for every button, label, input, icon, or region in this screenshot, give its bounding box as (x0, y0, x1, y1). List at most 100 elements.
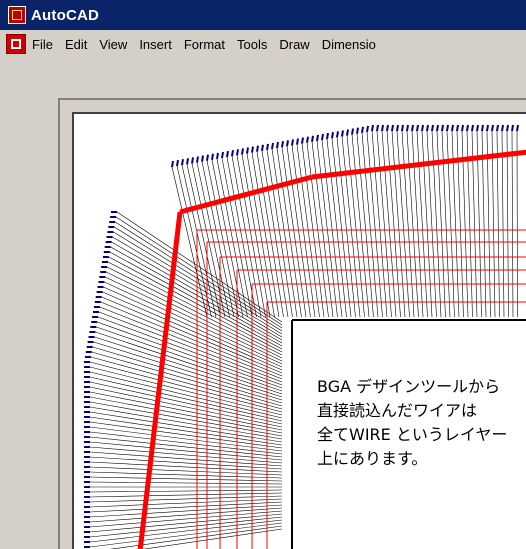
wire-pad (286, 140, 289, 147)
wire-pad (431, 124, 434, 132)
wire (266, 149, 293, 318)
menu-bar: File Edit View Insert Format Tools Draw … (0, 30, 526, 58)
wire-pad (261, 144, 264, 151)
wire (116, 211, 283, 323)
wire-pad (376, 124, 379, 132)
menu-edit[interactable]: Edit (64, 36, 88, 52)
wire-pad (291, 139, 294, 146)
wire (516, 130, 518, 318)
wire (89, 431, 283, 455)
wire (89, 411, 283, 443)
wire (276, 148, 302, 318)
wire-pad (421, 124, 424, 132)
wire (256, 151, 284, 318)
wire (89, 466, 283, 476)
wire (95, 331, 283, 395)
wire (89, 504, 283, 518)
wire-pad (246, 147, 249, 154)
wire (89, 441, 283, 461)
wire (113, 231, 283, 335)
wire (97, 321, 283, 389)
wire (89, 451, 283, 467)
wire (416, 130, 428, 318)
wire-pad (491, 124, 494, 132)
wire (89, 513, 283, 533)
wire-pad (516, 124, 519, 132)
wire (89, 371, 283, 419)
wire (96, 326, 283, 392)
wire (105, 276, 283, 362)
wire-pad (501, 124, 504, 132)
wire-pad (346, 129, 349, 136)
wire-pad (381, 124, 384, 132)
wire (466, 130, 473, 318)
menu-file[interactable]: File (32, 36, 53, 52)
autocad-document-icon[interactable] (6, 34, 26, 54)
wire (286, 146, 311, 318)
wire (89, 495, 283, 503)
wire-pad (256, 145, 259, 152)
wire-pad (436, 124, 439, 132)
wire (91, 351, 283, 407)
wire-pad (226, 150, 229, 158)
wire (89, 489, 283, 493)
wire (496, 130, 500, 318)
autocad-icon[interactable] (8, 6, 26, 24)
wire (361, 132, 379, 318)
wire (89, 501, 283, 513)
wire-pad (221, 151, 224, 159)
wire (486, 130, 491, 318)
drawing-canvas[interactable] (72, 112, 526, 549)
wire (506, 130, 509, 318)
wire-pad (316, 134, 319, 142)
wire (89, 498, 283, 508)
wire-pad (331, 132, 334, 139)
menu-dimension[interactable]: Dimensio (321, 36, 376, 52)
wire (89, 361, 283, 413)
wire (296, 144, 320, 318)
wire-pad (296, 138, 299, 145)
wire (89, 391, 283, 431)
wire-pad (191, 157, 194, 164)
wire-pad (396, 124, 399, 132)
wire (89, 376, 283, 422)
wire (426, 130, 437, 318)
wire (511, 130, 514, 318)
wire (89, 386, 283, 428)
wire (107, 261, 283, 353)
wire (386, 130, 401, 318)
wire-pad (401, 124, 404, 132)
wire-pad (411, 124, 414, 132)
wire-pad (406, 124, 409, 132)
wire (171, 166, 208, 318)
wire-pad (186, 158, 189, 165)
wire (89, 381, 283, 425)
wire (89, 396, 283, 434)
annotation-line: BGA デザインツールから (317, 377, 501, 396)
wire (90, 356, 283, 410)
wire (206, 160, 239, 318)
wire (89, 461, 283, 473)
die-area (294, 322, 526, 549)
menu-tools[interactable]: Tools (237, 36, 268, 52)
wire (115, 221, 283, 329)
menu-format[interactable]: Format (183, 36, 225, 52)
wire-pad (356, 127, 359, 134)
menu-view[interactable]: View (99, 36, 128, 52)
wire-pad (201, 155, 204, 162)
wire-pad (306, 136, 309, 143)
wire (186, 164, 221, 318)
menu-insert[interactable]: Insert (139, 36, 172, 52)
wire-pad (301, 137, 304, 144)
wire (89, 519, 283, 543)
menu-draw[interactable]: Draw (279, 36, 310, 52)
wire (106, 271, 283, 359)
wire (89, 426, 283, 452)
wire-pad (371, 124, 374, 132)
wire (114, 226, 283, 332)
wire-pad (176, 159, 179, 167)
window-title: AutoCAD (31, 6, 100, 24)
toolbar-area (0, 58, 526, 98)
wire (201, 161, 235, 318)
wire-pad (241, 148, 244, 155)
